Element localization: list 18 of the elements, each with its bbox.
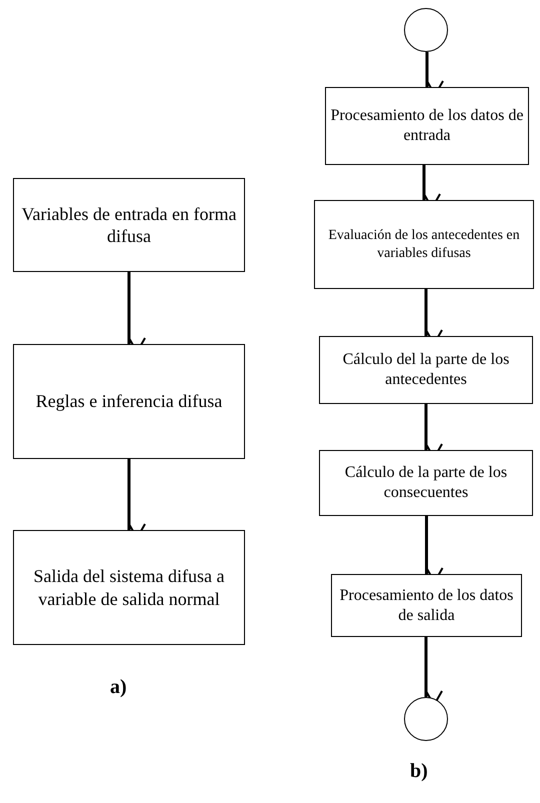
process-box (314, 200, 534, 289)
box-text: Procesamiento de los datos de entrada (330, 106, 524, 146)
box-text: Evaluación de los antecedentes en variables difusas (327, 227, 521, 262)
process-box (325, 87, 529, 165)
process-box (319, 450, 533, 516)
panel-label: a) (110, 675, 127, 700)
box-text: Cálculo del la parte de los antecedentes (342, 350, 510, 390)
box-text: Cálculo de la parte de los consecuentes (344, 463, 508, 503)
box-text: Reglas e inferencia difusa (36, 390, 222, 413)
box-text: Variables de entrada en forma difusa (20, 202, 238, 248)
panel-label: b) (410, 759, 428, 784)
box-text: Salida del sistema difusa a variable de salida normal (32, 565, 226, 610)
process-box (13, 178, 245, 272)
process-box (13, 344, 245, 459)
process-box (319, 336, 533, 404)
process-box (13, 530, 245, 645)
process-box (331, 574, 522, 637)
box-text: Procesamiento de los datos de salida (338, 586, 514, 626)
